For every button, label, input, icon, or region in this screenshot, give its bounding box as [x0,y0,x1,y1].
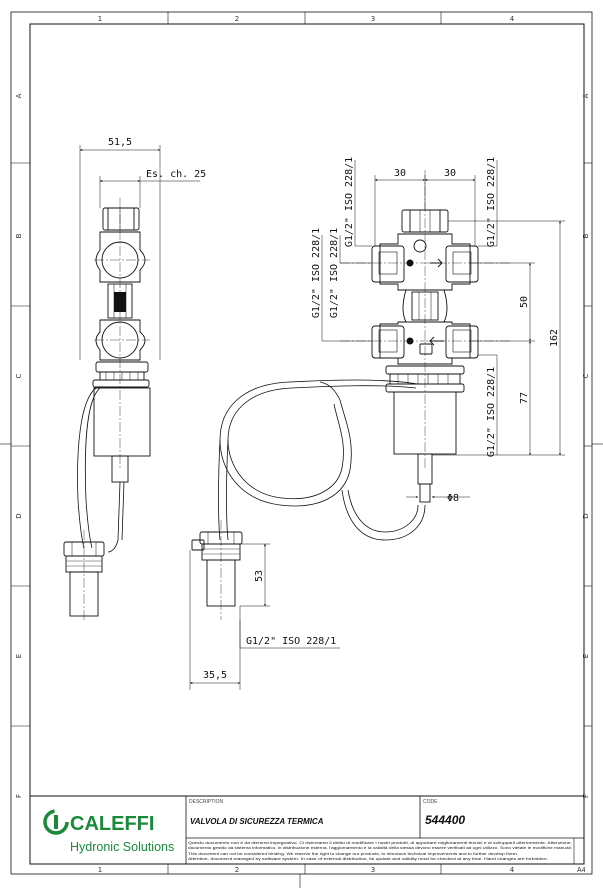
brand-name: CALEFFI [70,813,154,835]
description-label: DESCRIPTION [189,799,224,805]
dim-thread-top-left: G1/2" ISO 228/1 [344,157,355,247]
zone-col-1-bottom: 1 [98,866,102,874]
zone-col-3-top: 3 [371,15,375,23]
valve-side-view [63,198,151,620]
sheet-size: A4 [577,867,586,874]
zone-row-b-left: B [15,233,23,238]
dim-port-center-distance: 50 [519,296,530,308]
description-value: VALVOLA DI SICUREZZA TERMICA [190,817,324,826]
dim-port-spacing-right: 30 [444,168,456,179]
dim-capillary-diameter: Φ8 [447,493,459,504]
zone-col-2-top: 2 [235,15,239,23]
dim-probe-offset: 35,5 [203,670,227,681]
zone-row-a-right: A [582,93,590,98]
front-view-dimensions [189,160,565,690]
legal-it-line-1: Questo documento non è da ritenersi impe… [188,841,572,845]
dim-height-total: 162 [549,329,560,347]
dim-thread-top-right: G1/2" ISO 228/1 [486,157,497,247]
zone-row-e-right: E [582,654,590,658]
dim-height-lower: 77 [519,392,530,404]
zone-row-e-left: E [15,654,23,658]
dim-thread-side-left-a: G1/2" ISO 228/1 [311,228,322,318]
dim-hex-wrench: Es. ch. 25 [146,169,206,180]
caleffi-logo: CALEFFI Hydronic Solutions [43,809,174,854]
dim-probe-length: 53 [254,570,265,582]
zone-row-c-right: C [582,373,590,378]
zone-row-a-left: A [15,93,23,98]
title-block [29,795,585,865]
zone-col-3-bottom: 3 [371,866,375,874]
zone-labels: 1 2 3 4 1 2 3 4 A B C D E F A B C D E F [15,15,590,874]
zone-col-4-bottom: 4 [510,866,515,874]
dim-thread-probe: G1/2" ISO 228/1 [246,636,336,647]
zone-row-b-right: B [582,233,590,238]
zone-row-f-right: F [582,794,590,798]
legal-en-line-2: Attention, document managed by software … [188,857,548,861]
zone-col-2-bottom: 2 [235,866,239,874]
zone-col-4-top: 4 [510,15,515,23]
drawing-frame [0,11,603,888]
code-label: CODE [423,799,438,805]
dim-port-spacing-left: 30 [394,168,406,179]
zone-col-1-top: 1 [98,15,102,23]
dim-width-overall: 51,5 [108,137,132,148]
zone-row-d-left: D [15,513,23,518]
zone-row-f-left: F [15,794,23,798]
dim-thread-body-right: G1/2" ISO 228/1 [486,367,497,457]
legal-en-line-1: This document can not be considered bind… [188,852,518,856]
code-value: 544400 [425,813,465,827]
zone-row-c-left: C [15,373,23,378]
legal-it-line-2: documento gestito da sistema informatico… [188,846,572,850]
side-view-dimensions [79,145,200,360]
brand-tagline: Hydronic Solutions [70,840,174,854]
dim-thread-side-left-b: G1/2" ISO 228/1 [329,228,340,318]
zone-row-d-right: D [582,513,590,518]
